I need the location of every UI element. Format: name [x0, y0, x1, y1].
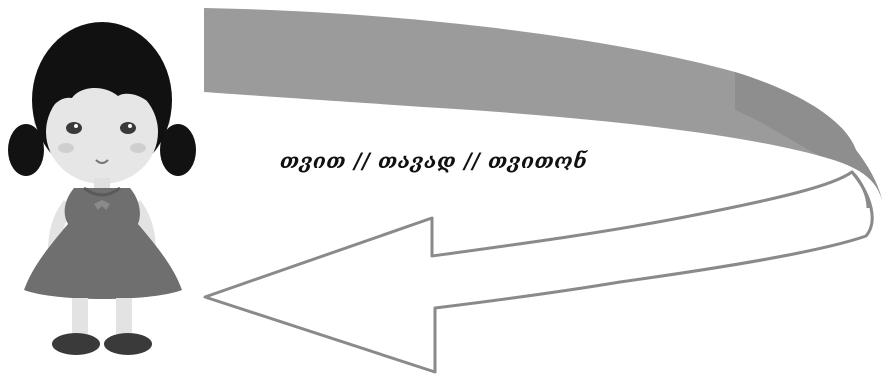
dress-collar — [83, 186, 121, 197]
mouth — [95, 159, 109, 164]
bangs — [44, 72, 162, 118]
face — [46, 80, 158, 184]
arrow-band — [204, 8, 882, 200]
left-eye — [66, 122, 82, 134]
left-shoe — [52, 333, 100, 355]
curved-return-arrow-icon — [203, 8, 882, 374]
arrow-inner-edge — [850, 170, 870, 209]
dress — [24, 188, 182, 299]
right-eye — [120, 122, 136, 134]
bow — [94, 200, 110, 210]
right-shoe — [104, 333, 152, 355]
right-pigtail — [160, 124, 196, 176]
right-leg — [116, 298, 132, 338]
right-cheek — [130, 143, 146, 153]
arrow-outline — [203, 170, 874, 374]
caption-text: თვით // თავად // თვითონ — [280, 148, 588, 173]
left-pigtail — [8, 124, 44, 176]
left-cheek — [58, 143, 74, 153]
left-leg — [72, 298, 88, 338]
girl-icon — [8, 22, 196, 355]
arrow-band-shade — [735, 72, 882, 200]
